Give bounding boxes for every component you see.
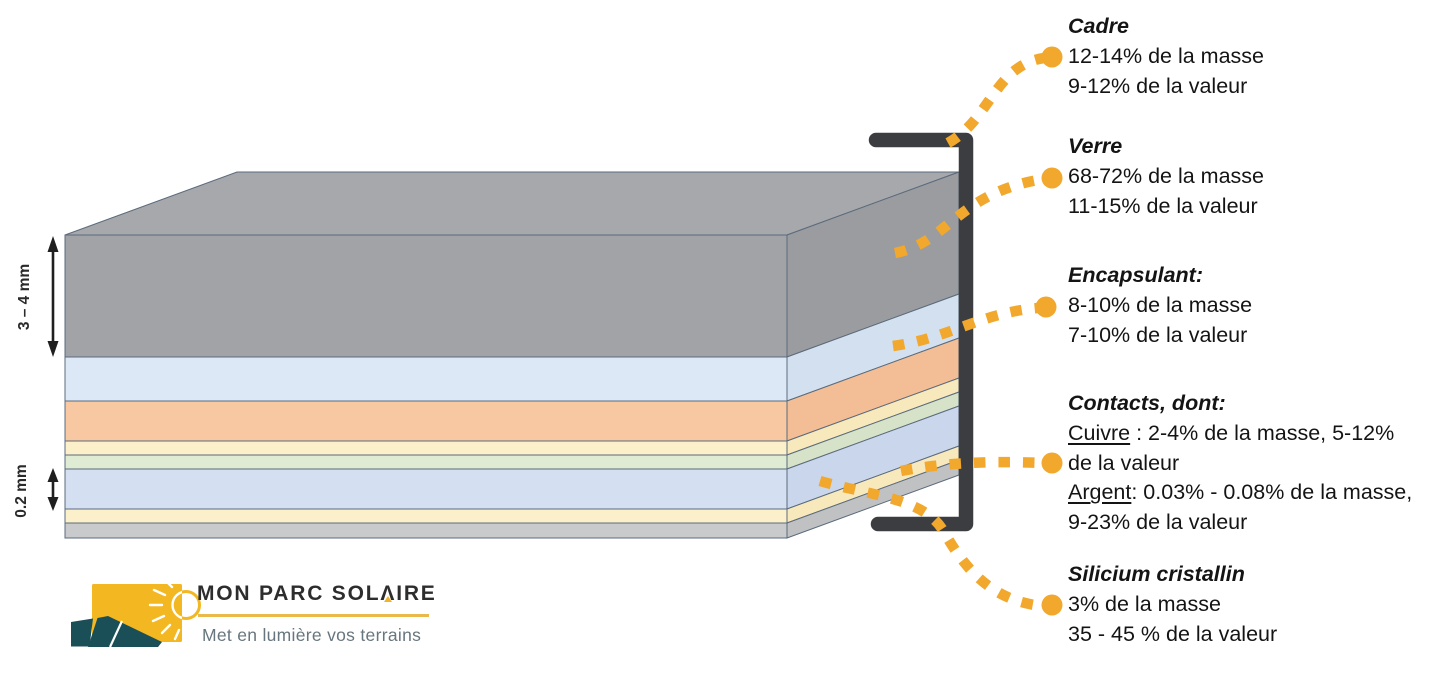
brand-post: IRE [396,582,437,605]
arrowhead-up-icon [47,468,59,482]
caret-sun-triangle-icon [384,596,393,602]
logo-sun-rays-icon [148,584,182,641]
arrowhead-down-icon [47,341,59,357]
layer-front-glass [64,234,788,358]
label-silicium: Silicium cristallin 3% de la masse 35 - … [1068,560,1440,649]
leader-dot-contacts [1041,452,1063,474]
layer-front-encapsulant-top [64,356,788,402]
leader-dots [1035,46,1063,616]
layer-front-backsheet [64,522,788,539]
leader-dot-verre [1041,167,1063,189]
label-contacts-cuivre: Cuivre : 2-4% de la masse, 5-12% [1068,419,1440,449]
arrowhead-up-icon [47,236,59,252]
label-cadre: Cadre 12-14% de la masse 9-12% de la val… [1068,12,1440,101]
leader-line-silicium [818,475,1045,612]
label-cadre-valeur: 9-12% de la valeur [1068,73,1248,98]
logo-panel-left-icon [71,618,93,647]
layer-front-green [64,454,788,470]
label-verre-title: Verre [1068,134,1123,158]
cuivre-values: : 2-4% de la masse, 5-12% [1130,420,1395,445]
label-cadre-masse: 12-14% de la masse [1068,43,1264,68]
label-encapsulant-title: Encapsulant: [1068,263,1203,287]
label-contacts-cuivre-cont: de la valeur [1068,450,1180,475]
leader-lines [818,52,1046,612]
leader-dot-cadre [1041,46,1063,68]
logo-graphic [71,584,201,648]
layer-front-cell-blue [64,468,788,510]
label-silicium-masse: 3% de la masse [1068,591,1221,616]
leader-dot-silicium [1041,594,1063,616]
dimension-glass-label: 3 – 4 mm [16,264,33,330]
dimension-cell-label: 0.2 mm [13,464,30,517]
brand-tagline: Met en lumière vos terrains [202,625,422,645]
arrowhead-down-icon [47,497,59,511]
label-verre: Verre 68-72% de la masse 11-15% de la va… [1068,132,1440,221]
brand-caret-a: Λ [380,582,396,606]
leader-dot-encapsulant [1035,296,1057,318]
label-contacts: Contacts, dont: Cuivre : 2-4% de la mass… [1068,389,1440,538]
argent-term: Argent [1068,480,1132,505]
layer-front-encapsulant-orange [64,400,788,442]
layer-front-contact-yellow [64,440,788,456]
label-verre-valeur: 11-15% de la valeur [1068,193,1258,218]
label-verre-masse: 68-72% de la masse [1068,163,1264,188]
label-contacts-argent-cont: 9-23% de la valeur [1068,510,1248,535]
label-cadre-title: Cadre [1068,14,1129,38]
label-encapsulant-masse: 8-10% de la masse [1068,292,1253,317]
layer-front-contact-yellow-2 [64,508,788,524]
cuivre-term: Cuivre [1068,420,1131,445]
label-contacts-title: Contacts, dont: [1068,391,1226,415]
leader-line-contacts [900,456,1045,477]
leader-line-encapsulant [892,302,1039,352]
brand-pre: MON PARC SOL [197,582,381,605]
label-silicium-title: Silicium cristallin [1068,562,1245,586]
label-encapsulant-valeur: 7-10% de la valeur [1068,322,1248,347]
brand-underline-rule [198,614,429,617]
dimension-cell: 0.2 mm [13,464,59,518]
dimension-glass: 3 – 4 mm [16,236,59,357]
argent-values: : 0.03% - 0.08% de la masse, [1131,480,1413,505]
label-encapsulant: Encapsulant: 8-10% de la masse 7-10% de … [1068,261,1440,350]
logo-panel-divider [109,620,123,648]
logo-panel-right-icon [88,616,162,647]
frame-bracket [868,132,974,532]
label-contacts-argent: Argent: 0.03% - 0.08% de la masse, [1068,478,1440,508]
leader-line-cadre [945,52,1046,148]
label-silicium-valeur: 35 - 45 % de la valeur [1068,621,1278,646]
